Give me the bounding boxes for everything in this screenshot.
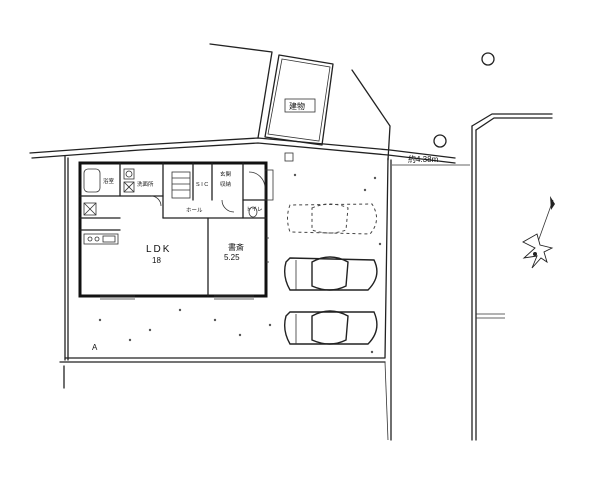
toilet-label: トイレ: [246, 207, 263, 213]
entrance-label: 玄関: [220, 170, 232, 178]
stairs: [171, 171, 191, 199]
parking-space-dashed: [287, 203, 377, 235]
corner-a-label: A: [92, 343, 98, 352]
sic-label: S I C: [196, 182, 208, 188]
study-label: 書斎: [228, 242, 244, 252]
hall-label: ホール: [186, 207, 203, 214]
site-boundary: [29, 137, 456, 441]
parked-car: [283, 310, 378, 345]
distance-dimension: 約4.38m: [392, 154, 470, 166]
road-edge: [471, 113, 553, 441]
north-arrow-icon: [522, 196, 555, 269]
bath-label: 浴室: [103, 177, 115, 185]
ldk-size: 18: [152, 256, 161, 265]
study-size: 5.25: [224, 253, 240, 262]
fixture-x: [83, 181, 135, 216]
ldk-label: LDK: [146, 244, 171, 255]
distance-label: 約4.38m: [408, 154, 439, 164]
landscaping-marks: [98, 173, 382, 354]
marker-circle: [433, 134, 447, 148]
washroom-label: 洗面所: [137, 180, 154, 188]
house-outline: [78, 161, 269, 300]
building-label-box: 建物: [284, 98, 316, 113]
parked-car: [283, 256, 378, 291]
closet-label: 収納: [220, 180, 232, 188]
neighbor-lot-outline: [209, 43, 391, 161]
entrance-steps: [264, 152, 294, 201]
building-label: 建物: [289, 101, 305, 111]
marker-circle: [481, 52, 495, 66]
